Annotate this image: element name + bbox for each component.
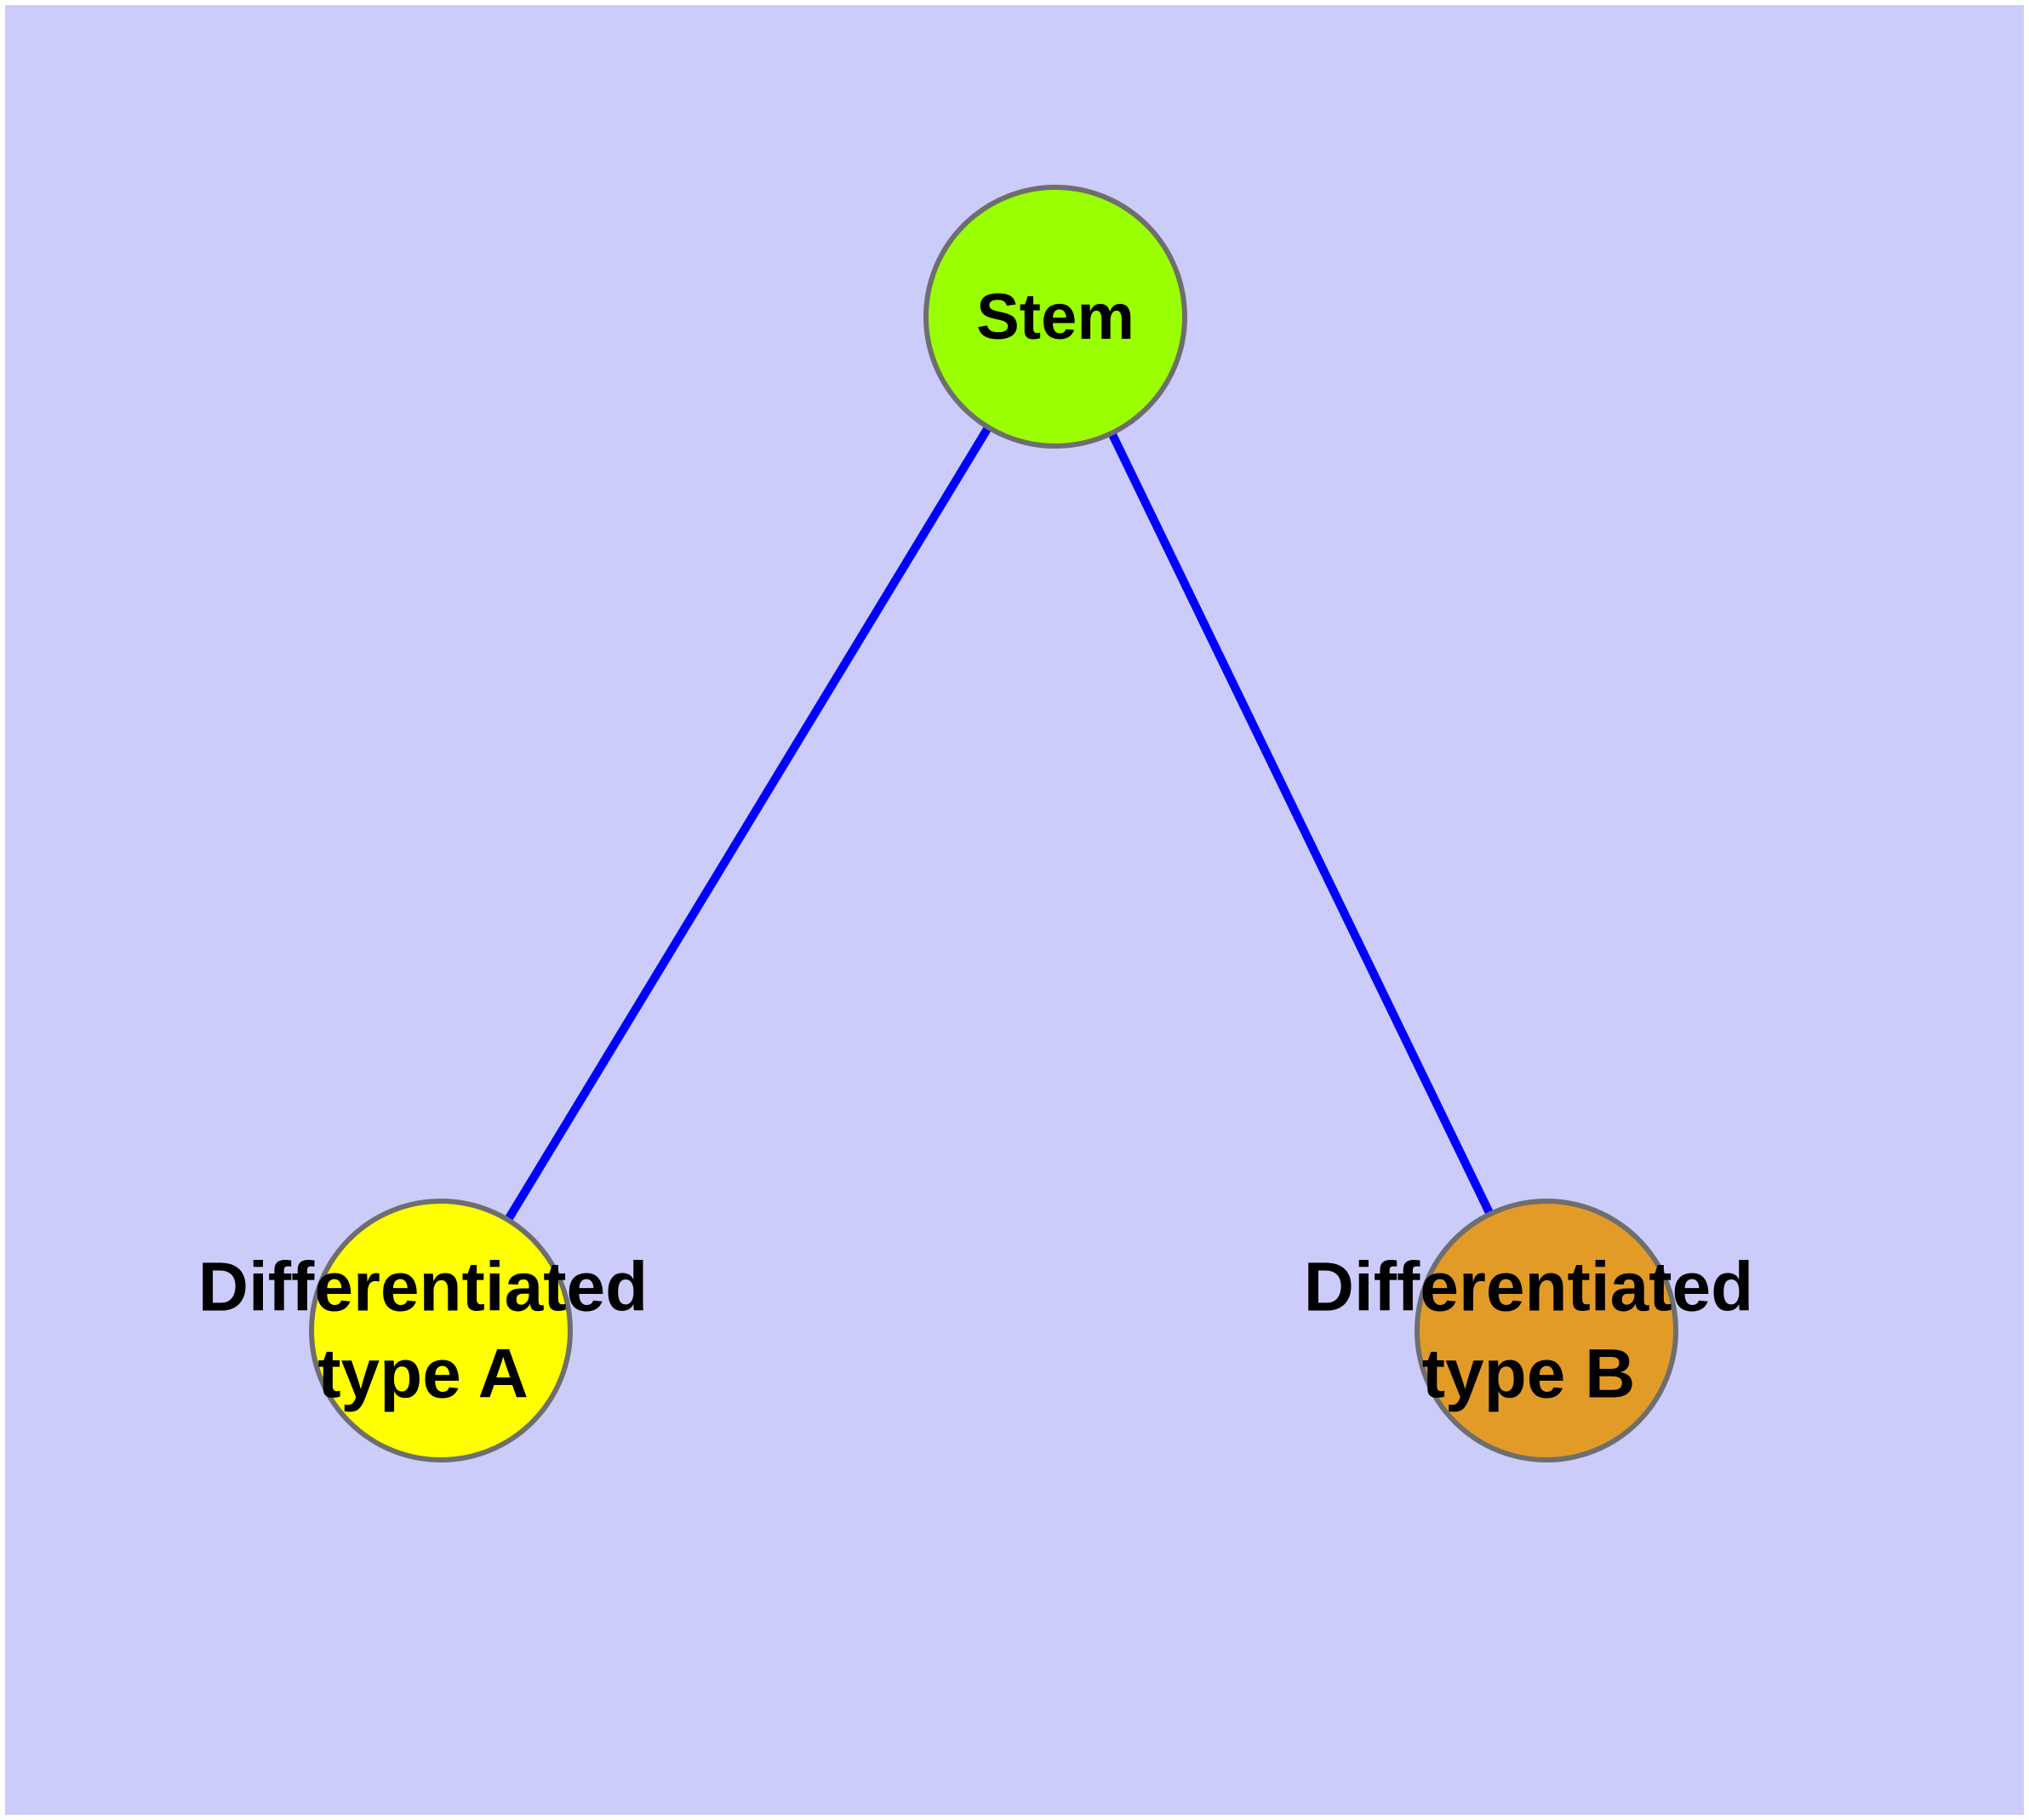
node-differentiated-type-a[interactable] [309,1199,573,1462]
node-label-differentiated-type-a-line1: Differentiated [198,1249,649,1326]
edge-layer [437,314,1551,1333]
node-differentiated-type-b[interactable] [1415,1199,1678,1462]
label-layer: Stem Differentiated type A Differentiate… [198,281,1754,1413]
edge-stem-to-differentiated-type-b[interactable] [1051,314,1551,1333]
node-layer [309,185,1678,1462]
node-label-differentiated-type-b-line2: type B [1422,1336,1636,1413]
node-stem[interactable] [923,185,1187,449]
node-label-differentiated-type-b-line1: Differentiated [1304,1249,1754,1326]
node-label-stem: Stem [976,281,1135,353]
node-label-differentiated-type-a-line2: type A [317,1336,529,1413]
edge-stem-to-differentiated-type-a[interactable] [437,314,1060,1333]
